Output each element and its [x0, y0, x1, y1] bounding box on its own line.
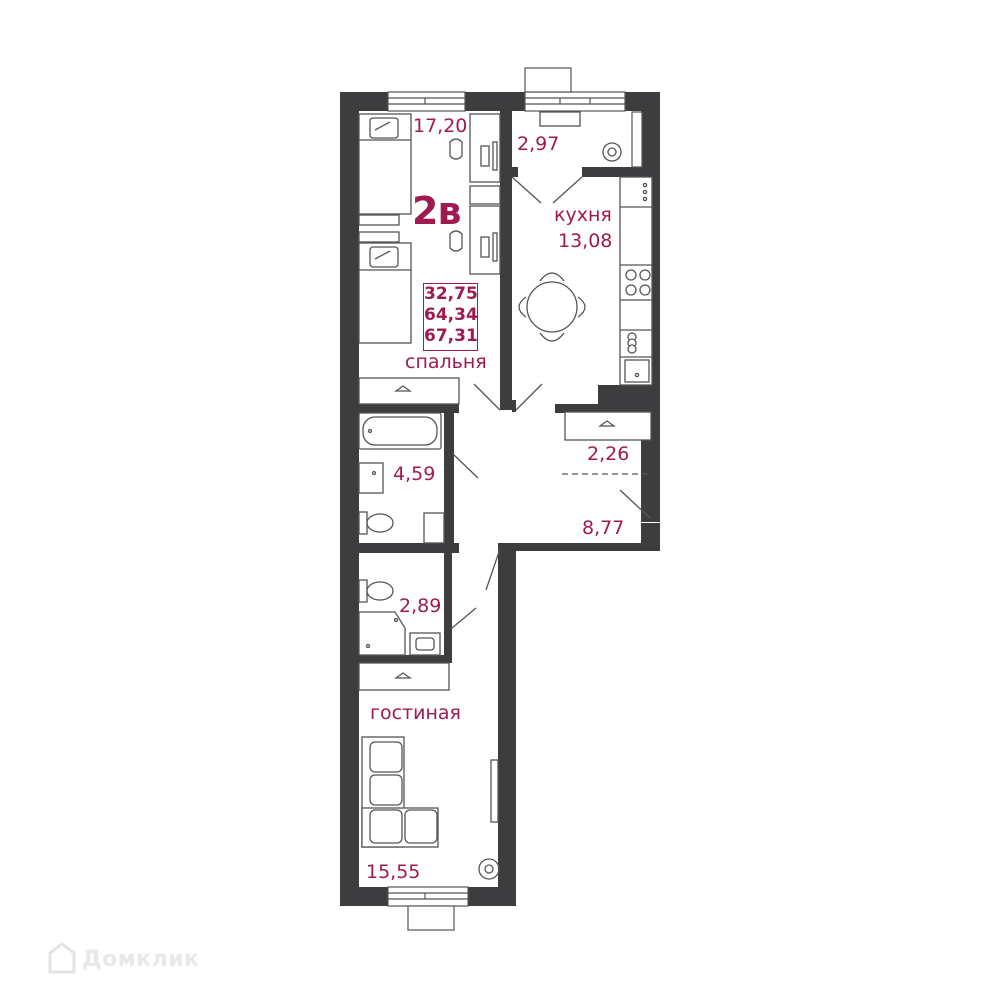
living-room-name: гостиная — [370, 702, 461, 724]
total-area: 64,34 — [424, 305, 478, 325]
toilet-area: 2,89 — [399, 595, 442, 617]
areas-box: 32,75 64,34 67,31 — [423, 283, 478, 351]
watermark-text: Домклик — [82, 946, 200, 972]
bed-upper-icon — [358, 113, 412, 215]
kitchen-area: 13,08 — [558, 230, 613, 252]
total-area-with-balcony: 67,31 — [424, 326, 478, 346]
windows — [387, 67, 643, 931]
bed-lower-icon — [358, 242, 412, 344]
desk-lower-icon — [449, 205, 501, 275]
storage-area: 2,26 — [587, 443, 630, 465]
bathroom-area: 4,59 — [393, 463, 436, 485]
house-logo-icon — [48, 942, 76, 974]
stove-icon — [625, 269, 651, 296]
bath-sink-icon — [358, 462, 384, 494]
doors — [451, 176, 651, 629]
balcony-area: 2,97 — [517, 133, 560, 155]
bedroom-name: спальня — [405, 351, 487, 373]
watermark: Домклик — [46, 944, 200, 974]
living-area: 32,75 — [424, 284, 478, 304]
tv-icon — [490, 759, 499, 823]
toilet-icon — [358, 579, 394, 603]
kitchen-counter-icon — [619, 176, 653, 386]
bedroom-area: 17,20 — [413, 115, 468, 137]
furniture — [358, 111, 653, 880]
plant-icon-living — [478, 858, 500, 880]
apartment-type: 2в — [412, 189, 461, 233]
desk-upper-icon — [449, 113, 501, 183]
sofa-icon — [361, 736, 439, 848]
kitchen-name: кухня — [554, 204, 612, 226]
bathtub-icon — [358, 412, 442, 450]
dining-table-icon — [518, 272, 586, 342]
toilet-sink-icon — [409, 632, 441, 656]
hallway-area: 8,77 — [582, 517, 625, 539]
bath-toilet-icon — [358, 511, 394, 535]
walls — [340, 92, 660, 906]
kitchen-sink-icon — [624, 359, 650, 383]
living-room-area: 15,55 — [366, 861, 421, 883]
dishwasher-icon — [627, 332, 637, 354]
plant-icon-kitchen — [602, 142, 622, 162]
shower-icon — [358, 611, 406, 656]
